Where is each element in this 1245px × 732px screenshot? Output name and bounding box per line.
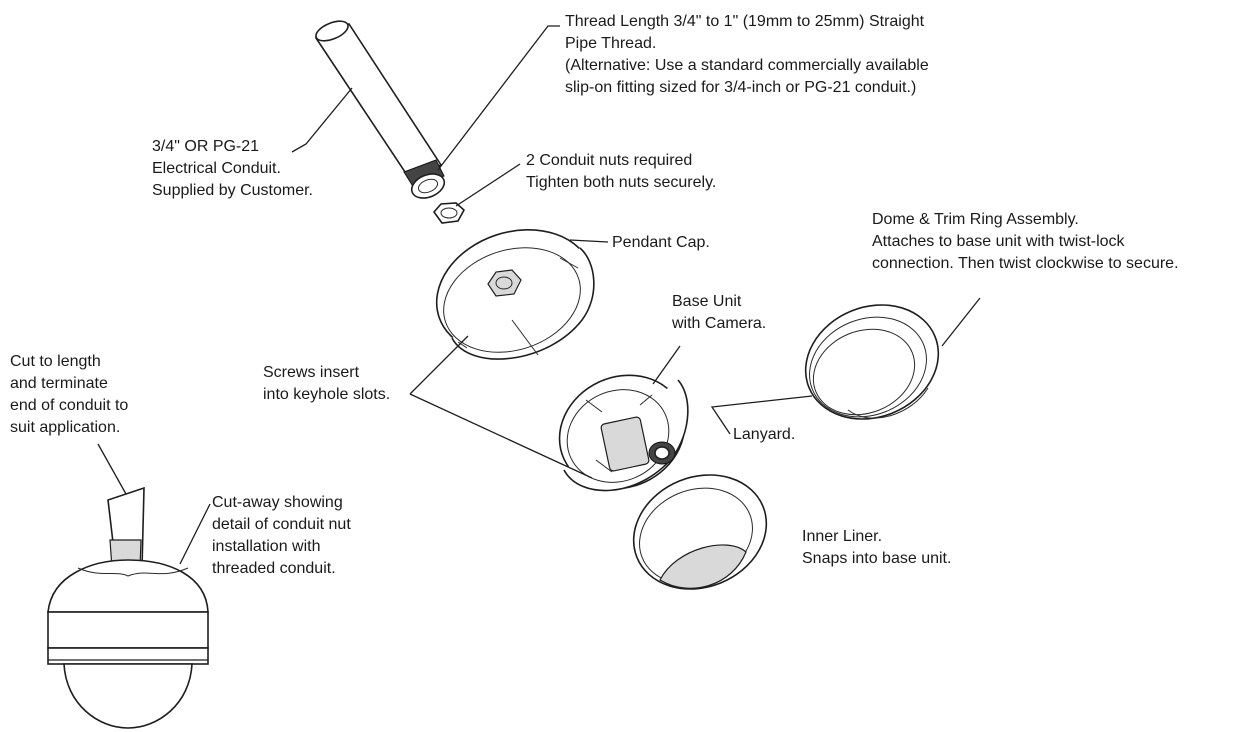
thread-label-line-1: Thread Length 3/4" to 1" (19mm to 25mm) … (565, 13, 925, 30)
lanyard-label: Lanyard. (733, 424, 795, 446)
dome-label-line-1: Dome & Trim Ring Assembly. (872, 211, 1079, 228)
cutaway-label-line-4: threaded conduit. (212, 560, 336, 577)
pendant-cap (435, 229, 595, 360)
inner-liner (632, 474, 768, 590)
dome-trim-ring (804, 304, 940, 420)
base-unit-camera (558, 374, 689, 492)
thread-label-line-4: slip-on fitting sized for 3/4-inch or PG… (565, 79, 917, 96)
conduit-label: 3/4" OR PG-21 Electrical Conduit. Suppli… (152, 136, 313, 202)
cutaway-assembled-unit (47, 486, 209, 729)
thread-length-label: Thread Length 3/4" to 1" (19mm to 25mm) … (565, 11, 929, 99)
inner-liner-label: Inner Liner. Snaps into base unit. (802, 526, 951, 570)
nuts-label-line-1: 2 Conduit nuts required (526, 152, 693, 169)
liner-label-line-1: Inner Liner. (802, 528, 883, 545)
dome-assembly-label: Dome & Trim Ring Assembly. Attaches to b… (872, 209, 1179, 275)
cutaway-label: Cut-away showing detail of conduit nut i… (212, 492, 351, 580)
pendant-cap-label-line-1: Pendant Cap. (612, 234, 710, 251)
pendant-cap-label: Pendant Cap. (612, 232, 710, 254)
thread-label-line-3: (Alternative: Use a standard commerciall… (565, 57, 929, 74)
conduit-label-line-3: Supplied by Customer. (152, 182, 313, 199)
cut-to-length-label: Cut to length and terminate end of condu… (10, 351, 128, 439)
cut-label-line-1: Cut to length (10, 353, 101, 370)
cut-label-line-3: end of conduit to (10, 397, 129, 414)
dome-label-line-2: Attaches to base unit with twist-lock (872, 233, 1125, 250)
lanyard-label-line-1: Lanyard. (733, 426, 796, 443)
cutaway-label-line-3: installation with (212, 538, 321, 555)
conduit-nuts-label: 2 Conduit nuts required Tighten both nut… (526, 150, 716, 194)
liner-label-line-2: Snaps into base unit. (802, 550, 952, 567)
conduit-label-line-1: 3/4" OR PG-21 (152, 138, 260, 155)
nuts-label-line-2: Tighten both nuts securely. (526, 174, 717, 191)
cut-label-line-2: and terminate (10, 375, 108, 392)
cut-label-line-4: suit application. (10, 419, 121, 436)
base-unit-label-line-1: Base Unit (672, 293, 742, 310)
cutaway-label-line-1: Cut-away showing (212, 494, 343, 511)
conduit-nut (432, 202, 466, 224)
conduit-pipe (314, 20, 446, 199)
screws-label-line-1: Screws insert (263, 364, 360, 381)
base-unit-label-line-2: with Camera. (672, 315, 767, 332)
thread-label-line-2: Pipe Thread. (565, 35, 657, 52)
cutaway-label-line-2: detail of conduit nut (212, 516, 351, 533)
screws-label-line-2: into keyhole slots. (263, 386, 391, 403)
conduit-label-line-2: Electrical Conduit. (152, 160, 281, 177)
screws-label: Screws insert into keyhole slots. (263, 362, 390, 406)
dome-label-line-3: connection. Then twist clockwise to secu… (872, 255, 1179, 272)
base-unit-label: Base Unit with Camera. (672, 291, 766, 335)
leader-lines (97, 25, 981, 565)
